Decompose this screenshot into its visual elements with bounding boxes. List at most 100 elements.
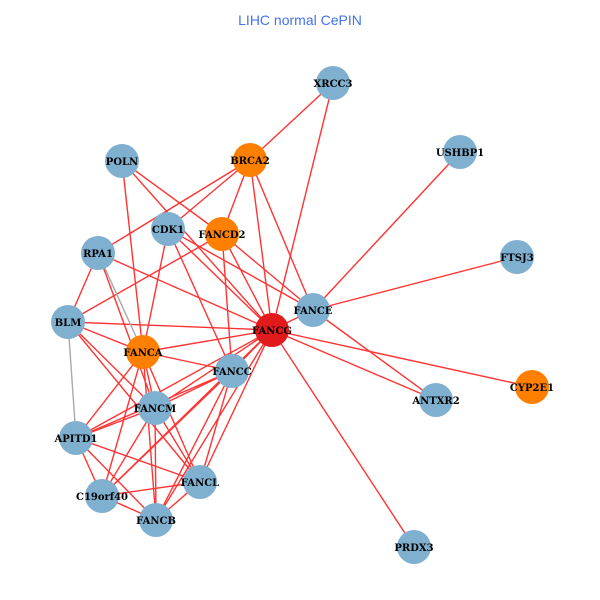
node-label: FANCM bbox=[134, 404, 176, 415]
edge-FANCL-FANCG bbox=[199, 329, 273, 483]
edge-FANCD2-BLM bbox=[67, 233, 223, 323]
edge-POLN-FANCD2 bbox=[121, 160, 223, 235]
node-label: XRCC3 bbox=[314, 79, 353, 90]
edge-BRCA2-FANCE bbox=[249, 159, 314, 311]
node-circle[interactable] bbox=[215, 354, 249, 388]
node-label: POLN bbox=[106, 157, 138, 168]
edge-POLN-FANCA bbox=[121, 160, 144, 353]
node-FANCB[interactable]: FANCB bbox=[136, 503, 176, 537]
node-circle[interactable] bbox=[500, 240, 534, 274]
gray-edge-RPA1-FANCA bbox=[97, 252, 144, 353]
node-circle[interactable] bbox=[85, 479, 119, 513]
node-BLM[interactable]: BLM bbox=[51, 305, 85, 339]
node-label: FTSJ3 bbox=[500, 253, 533, 264]
node-circle[interactable] bbox=[296, 293, 330, 327]
edge-CYP2E1-FANCG bbox=[271, 329, 533, 388]
graph-title: LIHC normal CePIN bbox=[238, 12, 362, 28]
node-FANCC[interactable]: FANCC bbox=[212, 354, 252, 388]
node-CYP2E1[interactable]: CYP2E1 bbox=[510, 370, 554, 404]
node-POLN[interactable]: POLN bbox=[105, 144, 139, 178]
edge-FANCD2-FANCG bbox=[221, 233, 273, 331]
node-FANCE[interactable]: FANCE bbox=[294, 293, 333, 327]
edge-FANCA-FANCL bbox=[142, 351, 201, 483]
node-label: CYP2E1 bbox=[510, 383, 554, 394]
edge-C19orf40-FANCG bbox=[101, 329, 273, 497]
node-C19orf40[interactable]: C19orf40 bbox=[76, 479, 128, 513]
edge-PRDX3-FANCG bbox=[271, 329, 415, 548]
node-circle[interactable] bbox=[419, 383, 453, 417]
edge-BLM-FANCG bbox=[67, 321, 273, 331]
node-PRDX3[interactable]: PRDX3 bbox=[394, 530, 434, 564]
edge-FANCB-FANCG bbox=[155, 329, 273, 521]
node-label: FANCE bbox=[294, 306, 333, 317]
node-label: RPA1 bbox=[83, 249, 113, 260]
node-circle[interactable] bbox=[59, 421, 93, 455]
edge-FANCA-FANCG bbox=[142, 329, 273, 353]
node-circle[interactable] bbox=[183, 465, 217, 499]
node-circle[interactable] bbox=[316, 66, 350, 100]
edge-FANCA-FANCB bbox=[142, 351, 157, 521]
node-circle[interactable] bbox=[233, 143, 267, 177]
edge-APITD1-FANCB bbox=[75, 437, 157, 521]
node-circle[interactable] bbox=[205, 217, 239, 251]
node-label: FANCG bbox=[252, 326, 292, 337]
node-FANCL[interactable]: FANCL bbox=[181, 465, 219, 499]
node-FANCD2[interactable]: FANCD2 bbox=[198, 217, 246, 251]
node-circle[interactable] bbox=[126, 335, 160, 369]
node-label: FANCA bbox=[123, 348, 162, 359]
edge-RPA1-FANCG bbox=[97, 252, 273, 331]
edge-APITD1-FANCG bbox=[75, 329, 273, 439]
edge-USHBP1-FANCE bbox=[312, 151, 461, 311]
node-label: FANCC bbox=[212, 367, 251, 378]
node-label: APITD1 bbox=[53, 434, 97, 445]
edge-XRCC3-FANCG bbox=[271, 82, 334, 331]
edge-BLM-FANCL bbox=[67, 321, 201, 483]
node-APITD1[interactable]: APITD1 bbox=[53, 421, 98, 455]
edge-CDK1-FANCG bbox=[167, 228, 273, 331]
node-label: BRCA2 bbox=[230, 156, 269, 167]
node-label: C19orf40 bbox=[76, 492, 128, 503]
edge-ANTXR2-FANCG bbox=[271, 329, 437, 401]
edge-FANCD2-FANCC bbox=[221, 233, 233, 372]
edge-FANCA-APITD1 bbox=[75, 351, 144, 439]
edge-XRCC3-BRCA2 bbox=[249, 82, 334, 161]
node-FANCG[interactable]: FANCG bbox=[252, 313, 292, 347]
node-XRCC3[interactable]: XRCC3 bbox=[314, 66, 353, 100]
node-circle[interactable] bbox=[105, 144, 139, 178]
node-label: USHBP1 bbox=[436, 148, 484, 159]
node-label: CDK1 bbox=[152, 225, 184, 236]
node-label: BLM bbox=[55, 318, 82, 329]
node-label: FANCL bbox=[181, 478, 219, 489]
node-RPA1[interactable]: RPA1 bbox=[81, 236, 115, 270]
node-BRCA2[interactable]: BRCA2 bbox=[230, 143, 270, 177]
edge-FANCD2-FANCE bbox=[221, 233, 314, 311]
edge-FANCC-FANCB bbox=[155, 370, 233, 521]
node-circle[interactable] bbox=[81, 236, 115, 270]
edge-CDK1-FANCA bbox=[142, 228, 169, 353]
edge-BRCA2-FANCG bbox=[249, 159, 273, 331]
node-FANCM[interactable]: FANCM bbox=[134, 391, 176, 425]
node-circle[interactable] bbox=[515, 370, 549, 404]
edge-FANCM-FANCG bbox=[154, 329, 273, 409]
node-circle[interactable] bbox=[138, 391, 172, 425]
edge-FTSJ3-FANCE bbox=[312, 256, 518, 311]
gray-edge-BLM-APITD1 bbox=[67, 321, 77, 439]
edge-FANCC-FANCL bbox=[199, 370, 233, 483]
node-circle[interactable] bbox=[397, 530, 431, 564]
node-label: PRDX3 bbox=[394, 543, 433, 554]
edge-BLM-FANCM bbox=[67, 321, 156, 409]
node-label: ANTXR2 bbox=[411, 396, 459, 407]
node-circle[interactable] bbox=[51, 305, 85, 339]
node-label: FANCD2 bbox=[198, 230, 245, 241]
edge-BRCA2-RPA1 bbox=[97, 159, 251, 254]
node-circle[interactable] bbox=[139, 503, 173, 537]
node-circle[interactable] bbox=[443, 135, 477, 169]
node-circle[interactable] bbox=[255, 313, 289, 347]
node-ANTXR2[interactable]: ANTXR2 bbox=[411, 383, 460, 417]
edge-FANCM-C19orf40 bbox=[101, 407, 156, 497]
node-CDK1[interactable]: CDK1 bbox=[151, 212, 185, 246]
node-USHBP1[interactable]: USHBP1 bbox=[436, 135, 484, 169]
node-FANCA[interactable]: FANCA bbox=[123, 335, 163, 369]
node-FTSJ3[interactable]: FTSJ3 bbox=[500, 240, 534, 274]
node-circle[interactable] bbox=[151, 212, 185, 246]
